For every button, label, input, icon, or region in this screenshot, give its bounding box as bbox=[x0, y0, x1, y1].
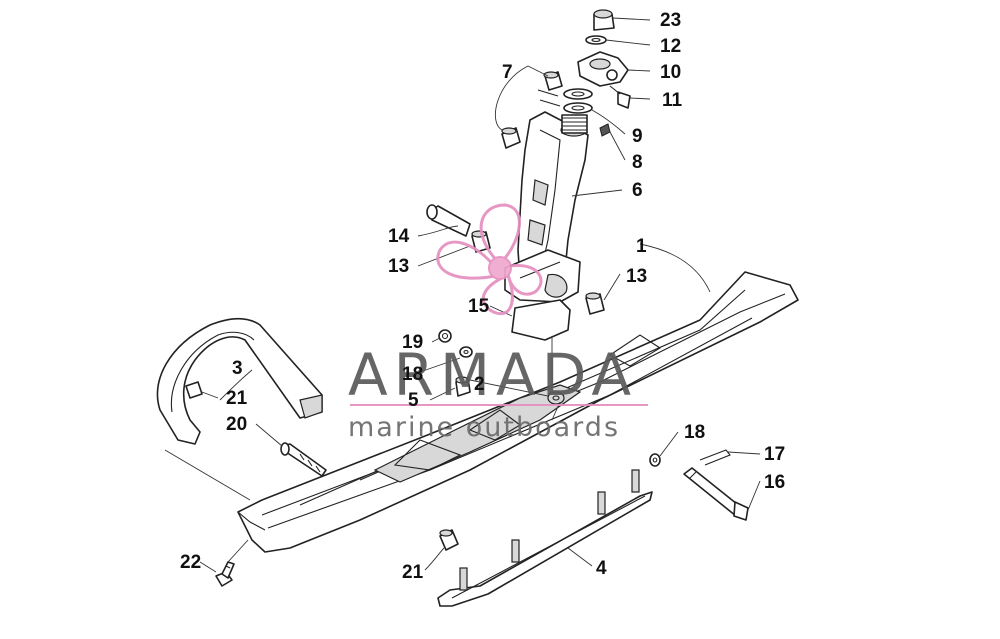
washer-9 bbox=[563, 88, 593, 114]
callout-16: 16 bbox=[764, 472, 785, 493]
grease-fitting bbox=[599, 123, 611, 137]
wear-bar bbox=[437, 469, 653, 607]
callout-labels: 23 12 10 11 7 9 8 6 14 1 13 13 15 19 3 1… bbox=[180, 10, 785, 583]
spindle bbox=[517, 111, 589, 297]
steering-arm bbox=[577, 51, 629, 87]
bushings-7 bbox=[501, 71, 563, 149]
callout-1: 1 bbox=[636, 236, 647, 257]
callout-14: 14 bbox=[388, 226, 410, 247]
wear-bar-studs bbox=[459, 469, 640, 591]
watermark-underline bbox=[350, 404, 648, 406]
nut-21-lower bbox=[439, 529, 459, 551]
washer-18-lower bbox=[649, 453, 661, 467]
callout-18-upper: 18 bbox=[402, 364, 423, 385]
callout-21-lower: 21 bbox=[402, 562, 424, 583]
callout-20: 20 bbox=[226, 414, 247, 435]
nut-21-handle bbox=[185, 381, 203, 399]
callout-17: 17 bbox=[764, 444, 785, 465]
bushing-13-right bbox=[585, 292, 605, 315]
callout-2: 2 bbox=[474, 374, 485, 395]
callout-7: 7 bbox=[502, 62, 513, 83]
leader-lines bbox=[164, 17, 761, 573]
saddle-block bbox=[504, 249, 581, 341]
callout-6: 6 bbox=[632, 180, 643, 201]
washer-12 bbox=[585, 35, 607, 45]
callout-10: 10 bbox=[660, 62, 681, 83]
ski-handle bbox=[156, 317, 323, 445]
spindle-pin bbox=[426, 204, 471, 237]
callout-12: 12 bbox=[660, 36, 681, 57]
watermark-brand: ARMADA bbox=[348, 341, 637, 409]
bolt-11 bbox=[609, 85, 631, 109]
watermark-tagline: marine outboards bbox=[348, 412, 620, 443]
spindle-threads bbox=[560, 114, 588, 137]
callout-9: 9 bbox=[632, 126, 643, 147]
callout-8: 8 bbox=[632, 152, 643, 173]
callout-21-handle: 21 bbox=[226, 388, 248, 409]
callout-23: 23 bbox=[660, 10, 681, 31]
callout-19: 19 bbox=[402, 332, 423, 353]
pin-16 bbox=[683, 467, 749, 521]
callout-18-lower: 18 bbox=[684, 422, 705, 443]
bolt-22 bbox=[215, 561, 235, 587]
bushing-5 bbox=[455, 376, 471, 397]
callout-11: 11 bbox=[662, 90, 683, 111]
nut-19 bbox=[438, 329, 452, 343]
cap bbox=[593, 9, 615, 31]
callout-13-left: 13 bbox=[388, 256, 409, 277]
callout-4: 4 bbox=[596, 558, 607, 579]
callout-3: 3 bbox=[232, 358, 243, 379]
watermark: ARMADA marine outboards bbox=[348, 203, 648, 443]
propeller-logo-icon bbox=[436, 203, 543, 316]
callout-13-right: 13 bbox=[626, 266, 647, 287]
callout-22: 22 bbox=[180, 552, 201, 573]
washer-18-upper bbox=[459, 346, 473, 358]
callout-15: 15 bbox=[468, 296, 490, 317]
bolt-20 bbox=[280, 442, 327, 477]
callout-5: 5 bbox=[408, 390, 419, 411]
cotter-pin-17 bbox=[699, 449, 731, 466]
